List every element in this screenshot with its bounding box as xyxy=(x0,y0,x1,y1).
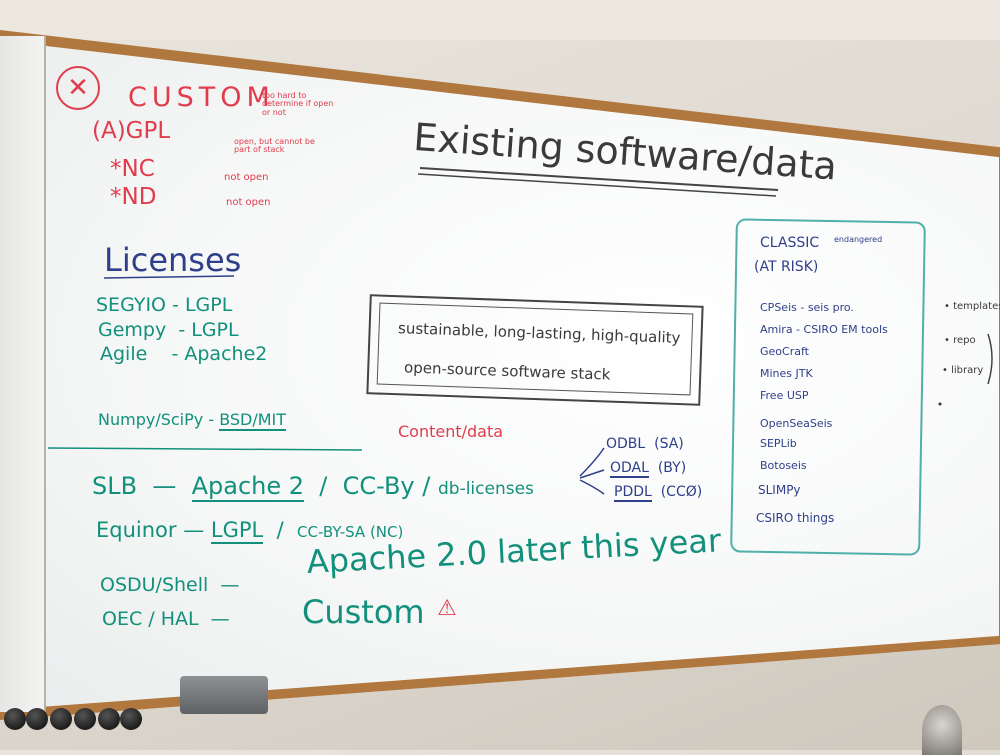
classic-item: OpenSeaSeis xyxy=(760,417,833,430)
custom-warning-note: too hard to determine if open or not xyxy=(262,91,334,117)
licenses-heading: Licenses xyxy=(104,241,242,279)
classic-item: SEPLib xyxy=(760,437,797,450)
whiteboard-eraser[interactable] xyxy=(180,676,268,714)
classic-item: Amira - CSIRO EM tools xyxy=(760,323,888,336)
db-license-item: PDDL (CCØ) xyxy=(614,484,703,502)
license-row: SEGYIO - LGPL xyxy=(96,294,233,316)
classic-item: CSIRO things xyxy=(756,511,835,525)
magnet[interactable] xyxy=(26,708,48,730)
classic-heading: CLASSIC xyxy=(760,235,820,251)
left-board-panel xyxy=(0,36,46,712)
license-row: Agile - Apache2 xyxy=(100,343,268,365)
nc-warning: *NC xyxy=(110,156,155,182)
company-row-osdu: OSDU/Shell — xyxy=(100,574,240,596)
company-row-oec: OEC / HAL — xyxy=(102,608,230,630)
agpl-warning: (A)GPL xyxy=(92,118,171,144)
classic-item: SLIMPy xyxy=(758,483,801,497)
magnet[interactable] xyxy=(120,708,142,730)
whiteboard xyxy=(2,40,1000,710)
magnet[interactable] xyxy=(74,708,96,730)
classic-item: Mines JTK xyxy=(760,367,813,380)
classic-item: GeoCraft xyxy=(760,345,809,358)
side-note: • templates xyxy=(944,301,1000,312)
company-row-equinor: Equinor — LGPL / CC-BY-SA (NC) xyxy=(96,518,404,544)
agpl-warning-note: open, but cannot be part of stack xyxy=(234,137,315,155)
license-row: Gempy - LGPL xyxy=(98,319,239,341)
magnet[interactable] xyxy=(98,708,120,730)
company-row-slb: SLB — Apache 2 / CC-By / db-licenses xyxy=(92,472,534,502)
nd-warning: *ND xyxy=(110,184,157,210)
classic-item: CPSeis - seis pro. xyxy=(760,301,854,314)
classic-item: Free USP xyxy=(760,389,809,402)
nd-warning-note: not open xyxy=(226,197,271,208)
warning-alarm-icon: ⚠ xyxy=(437,596,457,621)
custom-warning: CUSTOM xyxy=(128,82,275,113)
no-symbol-icon: ✕ xyxy=(56,66,100,110)
corner-object xyxy=(922,705,962,755)
nc-warning-note: not open xyxy=(224,172,269,183)
db-license-item: ODBL (SA) xyxy=(606,436,684,452)
db-license-item: ODAL (BY) xyxy=(610,460,687,478)
numpy-license-row: Numpy/SciPy - BSD/MIT xyxy=(98,410,287,431)
classic-at-risk: (AT RISK) xyxy=(754,259,819,275)
wall xyxy=(0,0,1000,40)
magnet[interactable] xyxy=(50,708,72,730)
side-note: • library xyxy=(942,365,984,376)
magnet[interactable] xyxy=(4,708,26,730)
classic-endangered: endangered xyxy=(834,235,883,244)
side-note: • repo xyxy=(944,335,976,346)
classic-item: Botoseis xyxy=(760,459,807,472)
oec-license: Custom xyxy=(302,593,425,631)
content-data-label: Content/data xyxy=(398,422,504,441)
